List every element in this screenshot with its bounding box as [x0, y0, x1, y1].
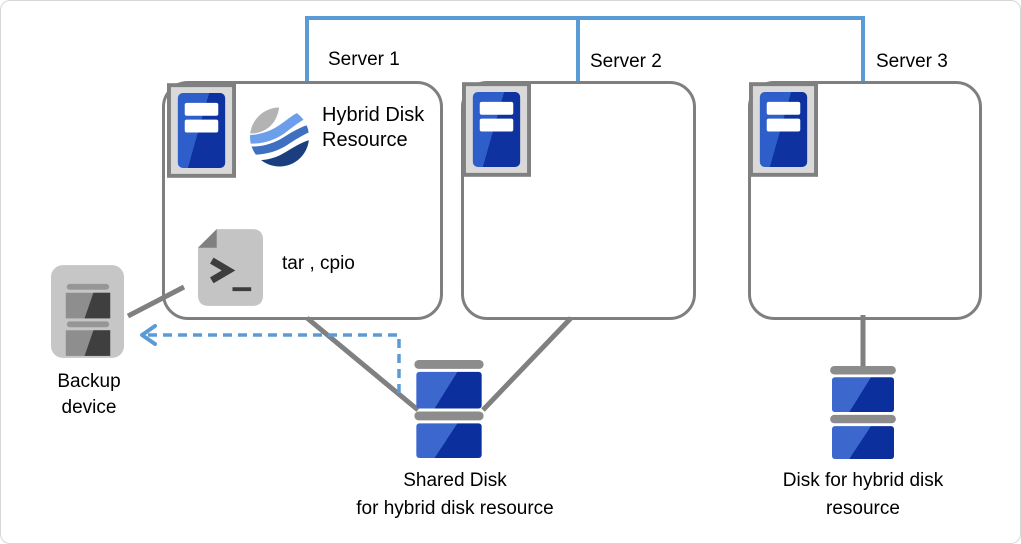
shared-disk-label: Shared Disk for hybrid disk resource [330, 467, 580, 523]
backup-device-label: Backup device [33, 369, 145, 421]
server1-label: Server 1 [328, 49, 400, 70]
server-tower-icon [167, 83, 236, 178]
interconnect-line-horizontal [305, 16, 865, 20]
backup-arrowhead [140, 324, 157, 346]
backup-device-label-line2: device [61, 397, 117, 418]
hybrid-disk-label-line1: Disk for hybrid disk [782, 470, 944, 491]
shared-disk-label-line1: Shared Disk [403, 470, 507, 491]
hybrid-disk-label-line2: resource [826, 498, 900, 519]
server1-to-shared-disk-line [305, 316, 420, 412]
disk-stack-icon [414, 360, 484, 458]
shell-script-icon [197, 229, 264, 306]
server-tower-icon [462, 82, 531, 177]
server3-label: Server 3 [876, 51, 948, 72]
disk-stack-icon [830, 366, 896, 459]
shared-disk-label-line2: for hybrid disk resource [356, 498, 554, 519]
commands-label: tar , cpio [282, 253, 355, 274]
hybrid-disk-resource-label: Hybrid Disk Resource [322, 104, 425, 151]
interconnect-drop-server3 [861, 16, 865, 83]
backup-device-label-line1: Backup [57, 371, 121, 392]
backup-device-icon [50, 265, 125, 358]
server2-to-shared-disk-line [481, 316, 573, 412]
hybrid-disk-label: Disk for hybrid disk resource [738, 467, 988, 523]
hybrid-disk-globe-icon [250, 107, 309, 167]
interconnect-drop-server1 [305, 16, 309, 83]
interconnect-drop-server2 [576, 16, 580, 83]
server-tower-icon [749, 82, 818, 177]
server2-label: Server 2 [590, 51, 662, 72]
backup-dashed-arrow-line [148, 333, 401, 393]
